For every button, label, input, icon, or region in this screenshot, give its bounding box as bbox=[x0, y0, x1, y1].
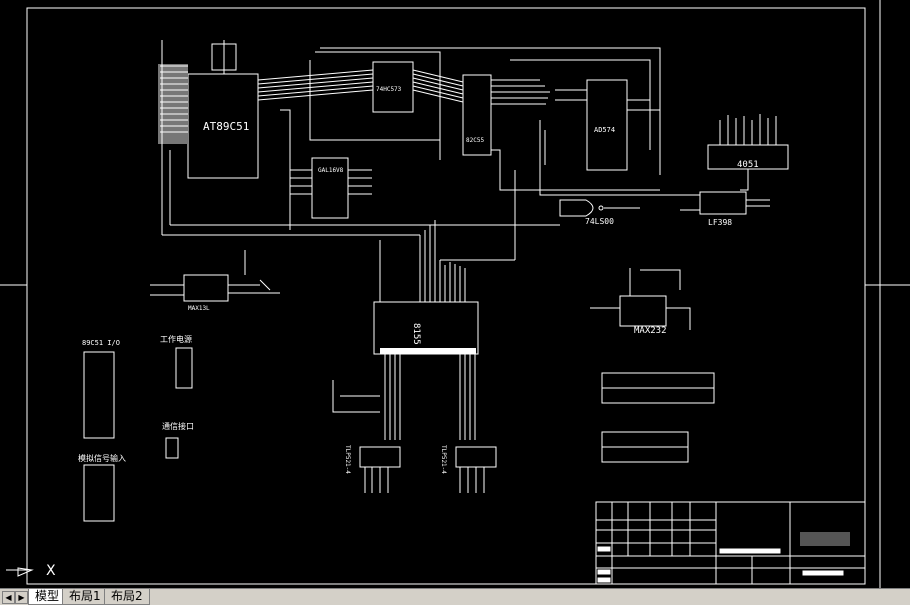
analog-connector bbox=[83, 464, 115, 522]
tab-model[interactable]: 模型 bbox=[28, 589, 67, 605]
io-connector bbox=[83, 351, 115, 439]
adc-label: AD574 bbox=[594, 126, 616, 134]
max232-chip bbox=[619, 295, 667, 327]
sh-label: LF398 bbox=[708, 218, 733, 227]
opto2-chip bbox=[455, 446, 497, 468]
drawing-frame bbox=[26, 7, 866, 585]
layout-tab-bar: ◀ ▶ 模型 布局1 布局2 bbox=[0, 588, 910, 605]
sh-chip bbox=[699, 191, 747, 215]
schematic-drawing bbox=[0, 0, 910, 588]
ucs-x-label: X bbox=[46, 563, 56, 579]
latch-chip bbox=[372, 61, 414, 113]
tab-layout1[interactable]: 布局1 bbox=[62, 589, 108, 605]
max13-chip bbox=[183, 274, 229, 302]
comm-connector bbox=[165, 437, 179, 459]
nand-label: 74LS00 bbox=[585, 217, 614, 226]
title-block bbox=[595, 501, 866, 585]
ucs-icon bbox=[6, 567, 34, 577]
latch-label: 74HC573 bbox=[376, 86, 402, 93]
mcu-label: AT89C51 bbox=[203, 120, 250, 133]
max13-label: MAX13L bbox=[188, 305, 210, 312]
p1-port-pins bbox=[158, 64, 188, 144]
ram-label: 8155 bbox=[411, 323, 421, 345]
ram-chip bbox=[373, 301, 479, 355]
nav-next-icon[interactable]: ▶ bbox=[15, 591, 28, 604]
power-connector bbox=[175, 347, 193, 389]
opto1-label: TLP521-4 bbox=[344, 445, 351, 474]
gal-chip bbox=[311, 157, 349, 219]
comm-header-label: 通信接口 bbox=[162, 422, 194, 431]
analog-header-label: 模拟信号输入 bbox=[78, 454, 126, 463]
nand-gate bbox=[559, 199, 594, 217]
max232-label: MAX232 bbox=[634, 326, 667, 336]
ppi-label: 82C55 bbox=[466, 137, 485, 144]
drawing-canvas[interactable]: AT89C51 74HC573 82C55 AD574 4051 GAL16V8… bbox=[0, 0, 910, 588]
gal-label: GAL16V8 bbox=[318, 167, 344, 174]
tab-layout2[interactable]: 布局2 bbox=[104, 589, 150, 605]
opto1-chip bbox=[359, 446, 401, 468]
mux-label: 4051 bbox=[737, 160, 759, 170]
adc-chip bbox=[586, 79, 628, 171]
io-header-label: 89C51 I/O bbox=[82, 339, 120, 347]
ppi-chip bbox=[462, 74, 492, 156]
power-header-label: 工作电源 bbox=[160, 335, 192, 344]
nav-first-icon[interactable]: ◀ bbox=[2, 591, 15, 604]
opto2-label: TLP521-4 bbox=[440, 445, 447, 474]
